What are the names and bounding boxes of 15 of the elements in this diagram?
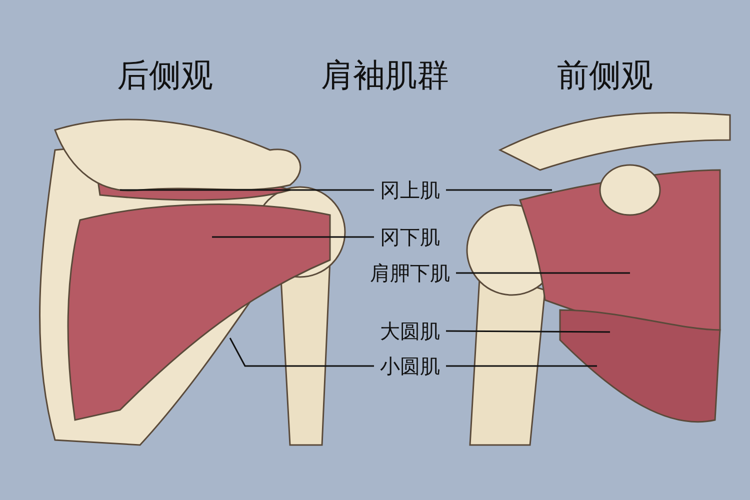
leader-line: [456, 272, 630, 274]
leader-line: [446, 189, 552, 191]
view-heading: 后侧观: [117, 55, 213, 95]
view-heading: 前侧观: [557, 55, 653, 95]
muscle-label: 大圆肌: [380, 319, 440, 343]
diagram-title: 肩袖肌群: [321, 55, 449, 95]
leader-line: [120, 189, 374, 191]
muscle-label: 小圆肌: [380, 354, 440, 378]
leader-line: [229, 338, 374, 367]
leader-line: [212, 236, 374, 238]
muscle-label: 冈下肌: [380, 225, 440, 249]
leader-line: [446, 365, 597, 367]
muscle-label: 肩胛下肌: [370, 261, 450, 285]
muscle-label: 冈上肌: [380, 178, 440, 202]
leader-line: [446, 330, 610, 333]
